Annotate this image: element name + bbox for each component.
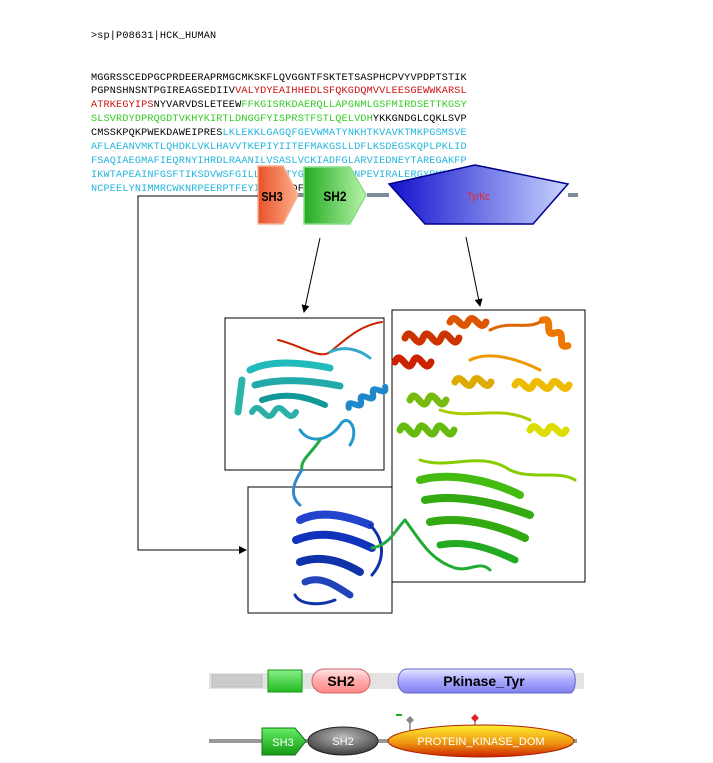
sh3-structure-box (247, 486, 393, 614)
sh3-ribbon-structure (292, 468, 407, 606)
prosite-kinase-domain-shape (387, 724, 575, 758)
sh2-sheet (246, 359, 334, 374)
sh2-strand-arrow (234, 376, 246, 416)
sequence-segment-green: SLSVRDYDPRQGDTVKHYKIRTLDNGGFYISPRSTFSTLQ… (91, 114, 373, 126)
sh3-arrow (137, 195, 258, 554)
kinase-structure-box (391, 309, 586, 583)
sh2-sheet (251, 377, 344, 390)
kinase-helix (538, 316, 572, 350)
sh2-loop (298, 419, 356, 447)
kinase-helix (396, 422, 458, 438)
sh3-sheet (301, 576, 354, 599)
pfam-kinase-label: Pkinase_Tyr (443, 673, 525, 689)
sequence-line: FSAQIAEGMAFIEQRNYIHRDLRAANILVSASLVCKIADF… (91, 155, 691, 169)
kinase-coil (468, 354, 542, 372)
sequence-segment-black: MGGRSSCEDPGCPRDEERAPRMGCMKSKFLQVGGNTFSKT… (91, 72, 467, 84)
prosite-kinase-label: PROTEIN_KINASE_DOM (417, 736, 544, 748)
sequence-line: CMSSKPQKPWEKDAWEIPRESLKLEKKLGAGQFGEVWMAT… (91, 127, 691, 141)
sh2-coil (328, 347, 372, 360)
backbone-segment (568, 193, 578, 197)
n-terminal-coil (277, 321, 383, 356)
sh2-sheet (259, 392, 328, 408)
sequence-segment-red: VALYDYEAIHHEDLSFQKGDQMVVLEESGEWWKARSL (235, 86, 467, 98)
sh3-domain-shape (257, 165, 299, 225)
kinase-sheet (436, 539, 519, 564)
sequence-segment-cyan: AFLAEANVMKTLQHDKLVKLHAVVTKEPIYIITEFMAKGS… (91, 142, 467, 154)
sh3-loop (293, 593, 337, 606)
kinase-coil (488, 320, 542, 332)
sequence-segment-cyan: FSAQIAEGMAFIEQRNYIHRDLRAANILVSASLVCKIADF… (91, 155, 467, 167)
sh2-domain-shape (303, 166, 367, 225)
kinase-helix (526, 423, 570, 437)
kinase-helix (406, 392, 450, 408)
kinase-helix (391, 354, 435, 370)
kinase-domain-shape (387, 164, 570, 225)
prosite-site-dash (396, 714, 402, 716)
prosite-sh3-label: SH3 (272, 737, 293, 749)
sh2-arrow (301, 237, 321, 313)
sh3-sheet (292, 530, 376, 552)
sh3-loop (368, 523, 383, 577)
sequence-line: AFLAEANVMKTLQHDKLVKLHAVVTKEPIYIITEFMAKGS… (91, 141, 691, 155)
sequence-header: >sp|P08631|HCK_HUMAN (91, 30, 217, 42)
kinase-helix (446, 315, 490, 329)
kinase-sheet (421, 494, 534, 519)
sequence-segment-red: ATRKEGYIPS (91, 100, 154, 112)
structure-panels (224, 309, 586, 614)
pfam-sh2-domain-shape (311, 668, 371, 694)
kinase-domain-label: TyrKc (467, 191, 489, 203)
kinase-sheet (426, 516, 529, 542)
sequence-segment-black: YKKGNDGLCQKLSVP (372, 114, 467, 126)
backbone-segment (367, 193, 389, 197)
prosite-site-diamond (471, 714, 479, 722)
sh2-domain-label: SH2 (323, 188, 346, 204)
sequence-line: SLSVRDYDPRQGDTVKHYKIRTLDNGGFYISPRSTFSTLQ… (91, 113, 691, 127)
pfam-kinase-domain-shape (397, 668, 576, 694)
kinase-helix (401, 330, 463, 346)
prosite-site-diamond (406, 716, 414, 724)
sequence-line: PGPNSHNSNTPGIREAGSEDIIVVALYDYEAIHHEDLSFQ… (91, 85, 691, 99)
pfam-domain-track: SH2 Pkinase_Tyr (209, 668, 584, 694)
sequence-segment-black: NYVARVDSLETEEW (153, 100, 242, 112)
kinase-sheet (416, 472, 524, 499)
pfam-green-region (267, 669, 303, 693)
sh2-ribbon-structure (234, 321, 389, 472)
pfam-sh2-label: SH2 (327, 673, 354, 689)
connector-arrows (137, 195, 483, 554)
sh2-helix (249, 405, 299, 419)
kinase-coil (418, 458, 577, 482)
sh2-helix (345, 383, 389, 411)
sh2-linker (300, 438, 322, 472)
kinase-helix (511, 378, 573, 392)
kinase-helix (451, 375, 495, 389)
prosite-sh3-domain-shape (261, 727, 307, 756)
sh3-linker (292, 468, 304, 507)
kinase-coil (403, 518, 492, 572)
sequence-segment-cyan: LKLEKKLGAGQFGEVWMATYNKHTKVAVKTMKPGSMSVE (222, 128, 467, 140)
sequence-segment-black: PGPNSHNSNTPGIREAGSEDIIV (91, 86, 236, 98)
sequence-segment-cyan: NCPEELYNIMMRCWKNRPEERPTFEYIQSVL (91, 183, 286, 195)
sequence-line: MGGRSSCEDPGCPRDEERAPRMGCMKSKFLQVGGNTFSKT… (91, 72, 691, 86)
prosite-sh2-label: SH2 (332, 736, 353, 748)
sh3-sheet (296, 510, 374, 529)
kinase-arrow (465, 236, 483, 307)
sequence-segment-black: CMSSKPQKPWEKDAWEIPRES (91, 128, 223, 140)
sequence-segment-green: FFKGISRKDAERQLLAPGNMLGSFMIRDSETTKGSY (241, 100, 467, 112)
kinase-ribbon-structure (391, 315, 577, 572)
prosite-domain-track: SH3 SH2 PROTEIN_KINASE_DOM (209, 714, 577, 758)
prosite-sh2-domain-shape (307, 726, 379, 756)
sh3-kinase-linker (370, 518, 407, 550)
top-domain-diagram: SH3 SH2 TyrKc (257, 164, 578, 225)
sh3-sheet (296, 554, 364, 576)
backbone-segment (296, 193, 306, 197)
sequence-line: ATRKEGYIPSNYVARVDSLETEEWFFKGISRKDAERQLLA… (91, 99, 691, 113)
pfam-low-complexity (211, 674, 263, 688)
sh3-domain-label: SH3 (261, 189, 283, 204)
kinase-coil (438, 408, 532, 422)
